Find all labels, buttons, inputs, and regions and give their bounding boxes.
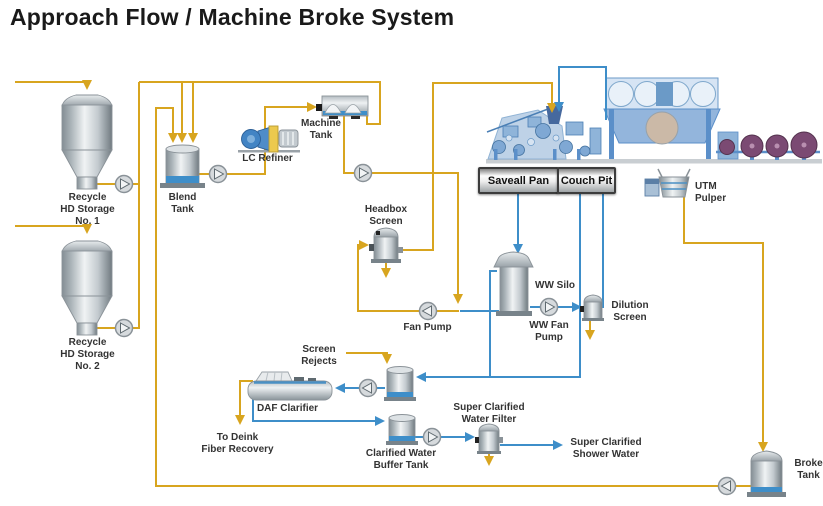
label-machine-tank: Machine Tank <box>300 118 341 141</box>
label-dilution-screen: Dilution Screen <box>611 300 649 323</box>
label-fan-pump: Fan Pump <box>403 322 452 333</box>
page-title: Approach Flow / Machine Broke System <box>10 4 455 30</box>
broke-line-pump-icon <box>717 476 737 496</box>
label-daf-clarifier: DAF Clarifier <box>256 403 319 414</box>
stock-line-fan-pump <box>357 240 459 312</box>
stock-line-pulper-to-broke <box>683 197 768 452</box>
pumps <box>114 163 737 496</box>
ww-silo-vessel <box>493 251 534 316</box>
recycle-hd-storage-1-silo <box>61 94 113 190</box>
label-ww-silo: WW Silo <box>535 280 575 291</box>
label-super-clarified-shower-water: Super Clarified Shower Water <box>570 437 642 460</box>
stock-line-hd-riser <box>96 82 140 329</box>
label-super-clarified-water-filter: Super Clarified Water Filter <box>453 402 525 425</box>
buffer-tank-pump-icon <box>422 427 442 447</box>
stock-line-headbox-feed <box>398 82 557 251</box>
utm-pulper-unit <box>644 168 691 198</box>
label-lc-refiner: LC Refiner <box>242 153 293 164</box>
fan-pump-icon <box>418 301 438 321</box>
blend-tank-vessel <box>160 144 205 188</box>
blend-tank-pump-icon <box>208 164 228 184</box>
water-line-couchpit-to-tank <box>416 191 581 382</box>
clarified-water-buffer-tank-vessel <box>386 414 418 445</box>
stock-line-refiner-out <box>264 102 317 132</box>
label-utm-pulper: UTM Pulper <box>695 181 727 204</box>
label-screen-rejects: Screen Rejects <box>301 344 337 367</box>
stock-line-feed-hd2 <box>15 224 92 234</box>
winder-reels <box>719 131 818 159</box>
label-to-deink-fiber-recovery: To Deink Fiber Recovery <box>201 432 274 455</box>
water-line-daf-to-buffer <box>252 398 385 426</box>
headbox-screen-vessel <box>369 227 403 263</box>
stock-line-broke-return <box>155 107 751 487</box>
machine-floor <box>486 159 822 164</box>
equipment <box>61 94 786 497</box>
label-broke-tank: Broke Tank <box>794 458 823 481</box>
recycle-hd-storage-2-silo <box>61 240 113 336</box>
ww-fan-pump-icon <box>539 297 559 317</box>
stock-line-daf-sludge <box>235 380 253 425</box>
stock-line-screen-rejects <box>346 352 392 364</box>
stock-line-feed-hd1 <box>15 80 92 90</box>
daf-clarifier-vessel <box>247 371 333 401</box>
screen-rejects-tank <box>384 366 416 401</box>
paper-machine-graphic <box>486 77 822 164</box>
lc-refiner-unit <box>238 125 300 153</box>
rejects-tank-pump-icon <box>358 378 378 398</box>
machine-tank-vessel <box>316 95 369 119</box>
machine-stock-pump-icon <box>353 163 373 183</box>
label-headbox-screen: Headbox Screen <box>364 204 408 227</box>
super-clarified-water-filter-vessel <box>475 423 503 454</box>
label-recycle-hd-storage-1: Recycle HD Storage No. 1 <box>60 192 115 227</box>
saveall-pan-button[interactable]: Saveall Pan <box>478 167 559 194</box>
stock-line-top-header <box>139 81 381 125</box>
hd1-pump-icon <box>114 174 134 194</box>
water-line-silo-overflow <box>489 270 497 376</box>
label-clarified-water-buffer-tank: Clarified Water Buffer Tank <box>365 448 437 471</box>
water-line-dilution-to-headbox <box>554 66 607 120</box>
label-blend-tank: Blend Tank <box>168 192 197 215</box>
label-ww-fan-pump: WW Fan Pump <box>529 320 569 343</box>
couch-pit-button[interactable]: Couch Pit <box>557 167 616 194</box>
dilution-screen-vessel <box>580 294 604 321</box>
stock-line-machine-tank-out <box>343 116 463 304</box>
yankee-cylinder <box>645 111 679 145</box>
hd2-pump-icon <box>114 318 134 338</box>
label-recycle-hd-storage-2: Recycle HD Storage No. 2 <box>60 337 115 372</box>
broke-tank-vessel <box>747 450 786 497</box>
stock-pipes <box>15 80 768 487</box>
